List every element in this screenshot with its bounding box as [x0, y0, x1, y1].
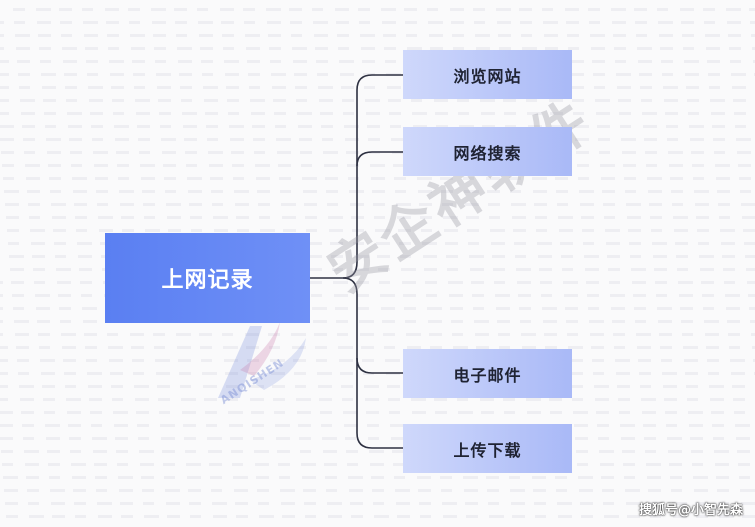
- branch-node-label: 上传下载: [453, 440, 522, 460]
- branch-node-web-search: 网络搜索: [403, 127, 572, 176]
- branch-node-upload-download: 上传下载: [403, 424, 572, 473]
- branch-node-label: 网络搜索: [453, 143, 522, 163]
- anqishen-logo-icon: [218, 322, 306, 398]
- branch-node-label: 浏览网站: [453, 66, 522, 86]
- connector-branch-1: [356, 151, 403, 167]
- source-attribution: 搜狐号@小智先森: [638, 503, 743, 518]
- branch-node-email: 电子邮件: [403, 349, 572, 398]
- branch-node-browse-websites: 浏览网站: [403, 50, 572, 99]
- branch-node-label: 电子邮件: [453, 365, 522, 385]
- connector-branch-0: [342, 74, 403, 279]
- connector-branch-3: [356, 358, 403, 449]
- root-node-label: 上网记录: [161, 268, 254, 293]
- root-node: 上网记录: [105, 233, 310, 323]
